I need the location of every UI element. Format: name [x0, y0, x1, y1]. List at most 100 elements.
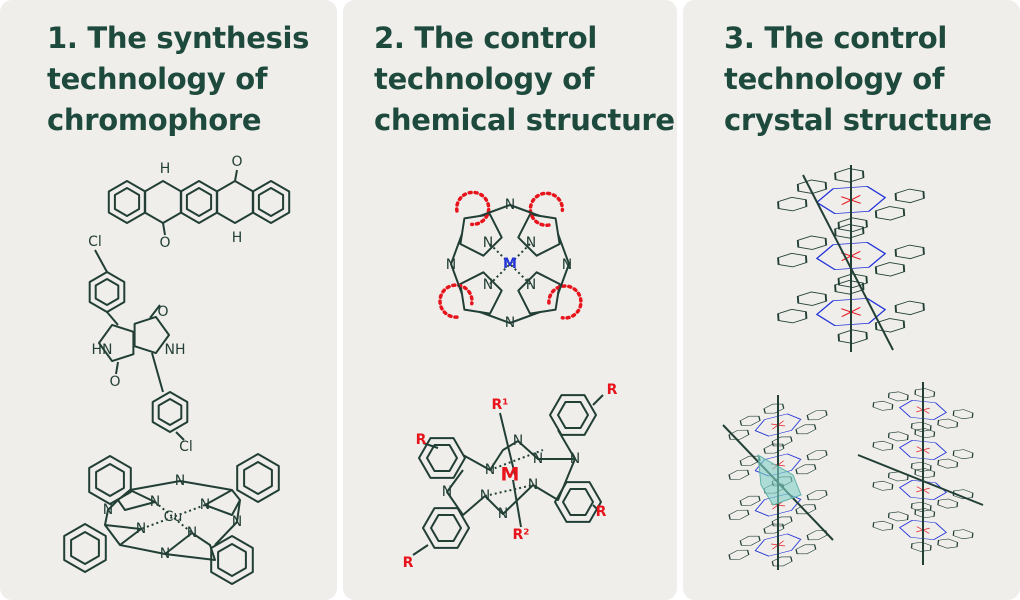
stacked-molecule [777, 168, 925, 232]
outer-benzo-ring [952, 529, 974, 540]
outer-benzo-ring [837, 217, 868, 232]
atom-label: O [157, 304, 168, 320]
outer-benzo-ring [887, 391, 909, 402]
pyrrole-ring [517, 213, 561, 257]
pyrrolinone-ring [98, 323, 135, 363]
outer-benzo-ring [806, 490, 828, 501]
substituent-placeholder-arc [438, 283, 474, 319]
cupc-labels: N N N N N Cu N N N [103, 473, 242, 562]
bond-line [162, 222, 166, 236]
pyrrolinone-ring [133, 315, 170, 355]
atom-label: N [442, 484, 452, 500]
title-line: chromophore [47, 103, 262, 137]
chemical-structures: N N N N M N N N N R¹ R R N N N N M N N N… [403, 190, 618, 571]
meso-bridge [479, 204, 541, 217]
title-line: crystal structure [724, 103, 992, 137]
aromatic-inner-ring [70, 531, 100, 565]
benzo-ring [422, 507, 470, 549]
metal-label: M [503, 256, 517, 272]
atom-label: N [150, 494, 160, 510]
inner-macrocycle [898, 399, 948, 421]
atom-label: Cu [164, 509, 183, 525]
stacked-molecule [872, 428, 974, 472]
outer-benzo-ring [728, 469, 750, 480]
atom-label: N [505, 197, 515, 213]
inner-macrocycle [898, 519, 948, 541]
bond-line [412, 544, 429, 556]
bond-line [106, 311, 119, 326]
benzo-ring [236, 453, 280, 503]
outer-benzo-ring [777, 308, 808, 324]
outer-benzo-ring [914, 428, 936, 439]
outer-benzo-ring [739, 495, 761, 506]
outer-benzo-ring [952, 449, 974, 460]
outer-benzo-ring [874, 318, 906, 333]
substituent-label: R [607, 382, 618, 398]
outer-benzo-ring [806, 410, 828, 421]
outer-benzo-ring [728, 549, 750, 560]
outer-benzo-ring [872, 520, 894, 531]
inner-macrocycle [815, 241, 887, 271]
aromatic-inner-ring [430, 514, 462, 542]
bond-line [422, 442, 439, 449]
outer-benzo-ring [796, 235, 828, 250]
aromatic-inner-ring [557, 401, 589, 429]
unit-cell-highlight [757, 454, 802, 506]
substituent-placeholder-arc [454, 190, 491, 227]
atom-label: H [232, 230, 243, 246]
axial-bond [499, 412, 516, 476]
bond-line [592, 504, 599, 511]
atom-label: N [136, 521, 146, 537]
atom-label: N [513, 433, 523, 449]
meso-bridge [479, 311, 541, 324]
stacked-molecule [777, 280, 925, 344]
isoindole-ring [104, 524, 142, 546]
axial-ligand-label: R² [513, 527, 530, 543]
outer-benzo-ring [834, 280, 865, 295]
atom-label: N [498, 506, 508, 522]
outer-benzo-ring [806, 530, 828, 541]
axial-bond [512, 479, 522, 528]
atom-label: O [159, 235, 170, 251]
inner-macrocycle [898, 439, 948, 461]
atom-label: HN [92, 342, 113, 358]
outer-benzo-ring [771, 556, 793, 567]
panel-title: 2. The control technology of chemical st… [374, 18, 675, 141]
tilt-axis [802, 174, 894, 351]
aromatic-inner-ring [95, 463, 125, 497]
outer-benzo-ring [914, 388, 936, 399]
outer-benzo-ring [763, 403, 785, 414]
title-line: 2. The control [374, 21, 598, 55]
outer-benzo-ring [872, 440, 894, 451]
atom-label: N [483, 235, 493, 251]
outer-benzo-ring [894, 300, 925, 316]
atom-label: O [231, 154, 242, 170]
outer-benzo-ring [937, 538, 959, 549]
aromatic-inner-ring [426, 444, 458, 472]
inner-macrocycle [815, 185, 887, 215]
outer-benzo-ring [796, 291, 828, 306]
atom-label: N [526, 277, 536, 293]
atom-label: N [526, 235, 536, 251]
outer-benzo-ring [937, 458, 959, 469]
isoindole-ring [117, 489, 156, 511]
outer-benzo-ring [834, 168, 865, 183]
bridge-bond [119, 544, 166, 555]
substituent-label: R [596, 504, 607, 520]
outer-benzo-ring [874, 262, 906, 277]
outer-benzo-ring [887, 431, 909, 442]
atom-label: N [200, 497, 210, 513]
atom-label: N [160, 546, 170, 562]
benzo-ring [418, 437, 466, 479]
atom-label: N [187, 525, 197, 541]
outer-benzo-ring [910, 541, 932, 552]
inner-macrocycle [754, 493, 802, 517]
inner-macrocycle [754, 533, 802, 557]
outer-benzo-ring [771, 516, 793, 527]
outer-benzo-ring [874, 206, 906, 221]
outer-benzo-ring [763, 523, 785, 534]
coordination-bond [140, 504, 206, 530]
outer-benzo-ring [887, 511, 909, 522]
metal-label: M [501, 464, 520, 486]
atom-label: H [160, 161, 171, 177]
